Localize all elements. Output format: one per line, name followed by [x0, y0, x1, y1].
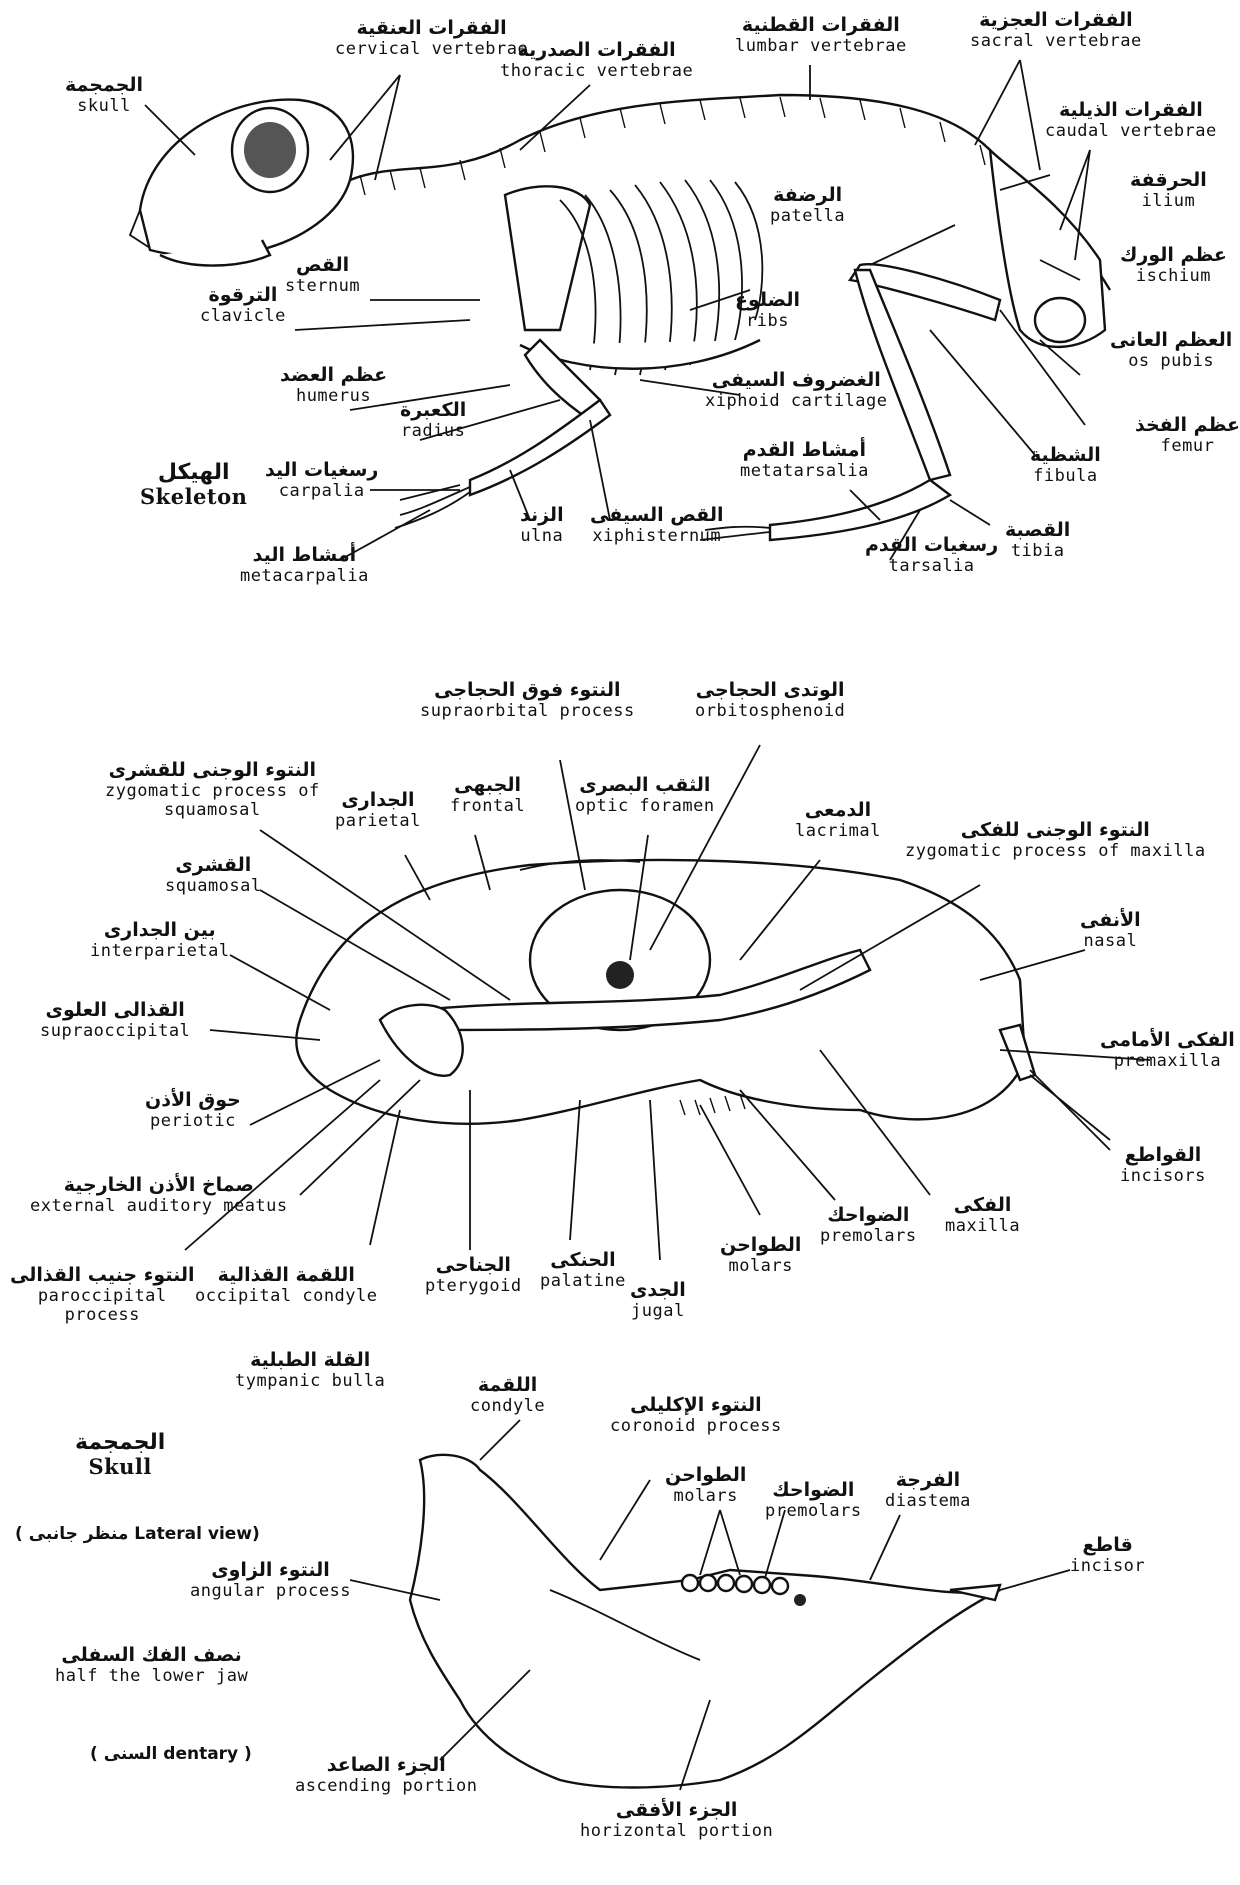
label-dentary: ( السنى dentary ): [90, 1745, 252, 1765]
skull-lateral-drawing: [296, 860, 1035, 1124]
label-lateral-view: ( منظر جانبى Lateral view): [15, 1525, 260, 1545]
